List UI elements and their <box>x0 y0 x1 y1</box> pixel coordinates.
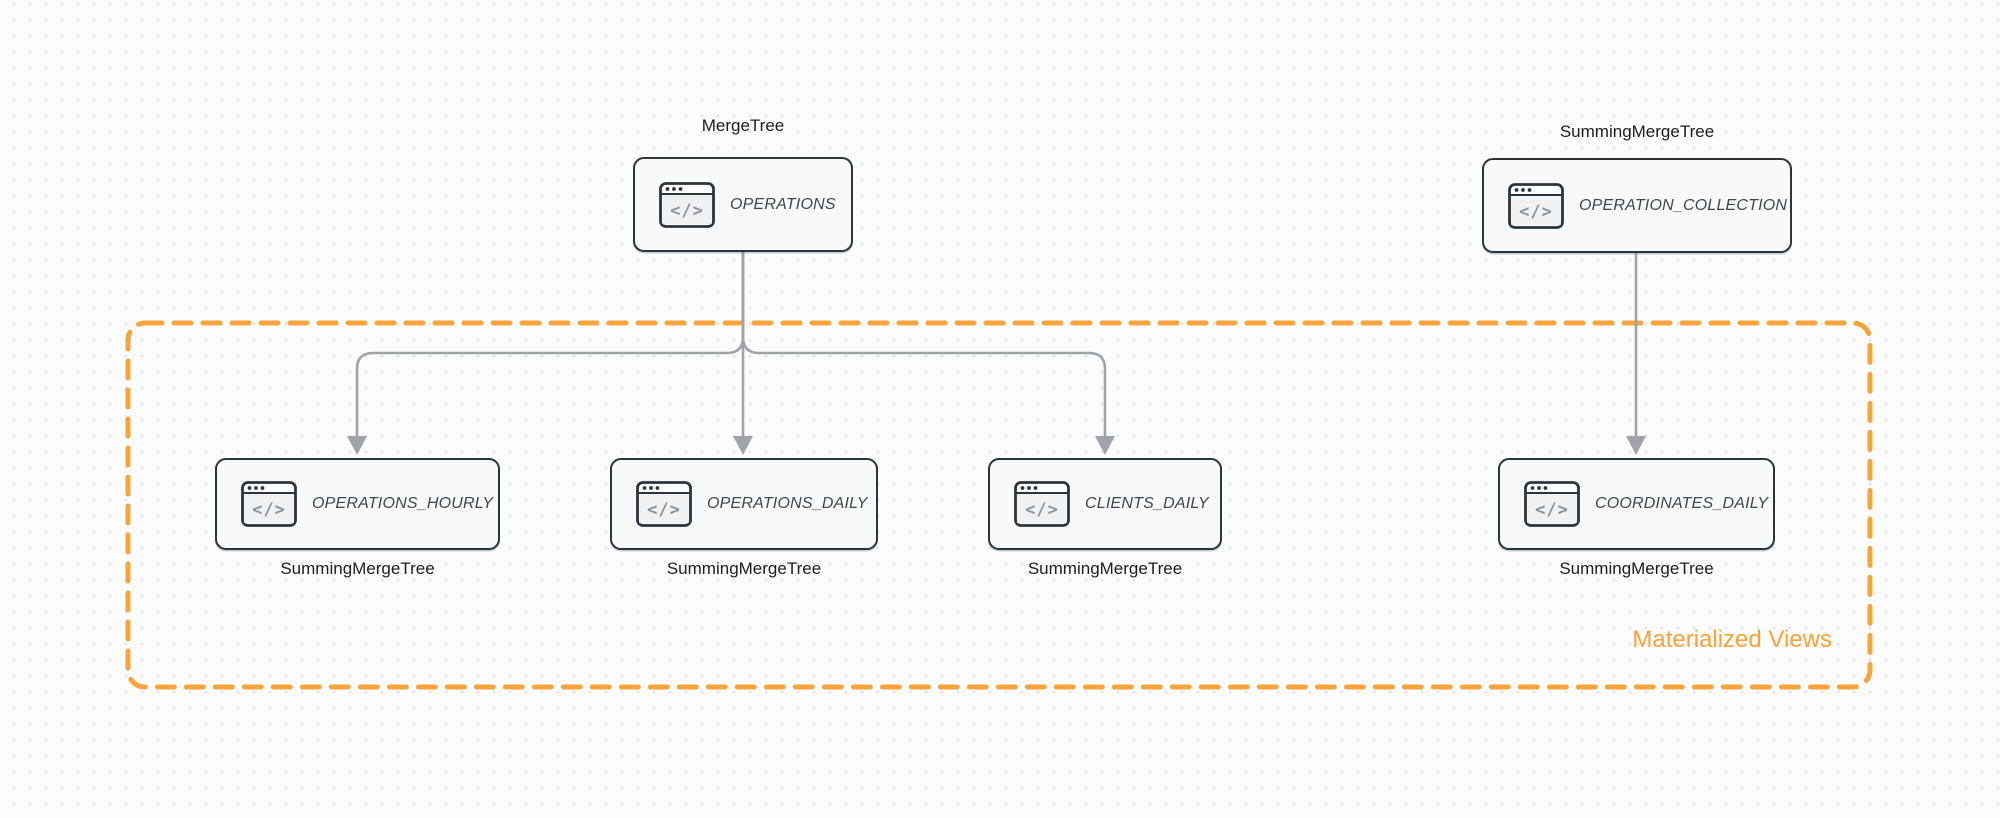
code-window-icon: </> <box>1014 481 1070 527</box>
node-title: OPERATIONS <box>730 195 836 213</box>
node-operations: </> OPERATIONS <box>633 157 853 252</box>
node-title: OPERATIONS_HOURLY <box>312 495 494 512</box>
code-window-icon: </> <box>636 481 692 527</box>
code-window-icon: </> <box>1508 182 1564 229</box>
engine-label-operations-daily: SummingMergeTree <box>666 559 822 578</box>
code-window-icon: </> <box>241 481 297 527</box>
node-operations-daily: </> OPERATIONS_DAILY <box>610 458 878 550</box>
code-glyph: </> <box>1535 500 1569 520</box>
materialized-views-group-label: Materialized Views <box>1632 626 1832 653</box>
node-title: CLIENTS_DAILY <box>1085 495 1209 512</box>
code-glyph: </> <box>252 500 286 520</box>
code-window-icon: </> <box>1524 481 1580 527</box>
arrowhead-operations-daily <box>733 436 753 455</box>
node-title: OPERATIONS_DAILY <box>707 495 868 512</box>
node-title: COORDINATES_DAILY <box>1595 495 1769 512</box>
edge-operations-to-operations-hourly <box>355 252 745 437</box>
arrowhead-clients-daily <box>1095 436 1115 455</box>
node-title: OPERATION_COLLECTION <box>1579 196 1788 214</box>
code-window-icon: </> <box>659 181 715 228</box>
materialized-views-group-border <box>125 320 1873 690</box>
engine-label-operations-hourly: SummingMergeTree <box>280 559 435 578</box>
engine-label-clients-daily: SummingMergeTree <box>1027 559 1183 578</box>
engine-label-operations: MergeTree <box>701 116 785 135</box>
code-glyph: </> <box>647 500 681 520</box>
node-clients-daily: </> CLIENTS_DAILY <box>988 458 1222 550</box>
arrowhead-operations-hourly <box>347 436 367 455</box>
node-operation-collection: </> OPERATION_COLLECTION <box>1482 158 1792 253</box>
edge-operations-to-clients-daily <box>741 252 1107 437</box>
engine-label-coordinates-daily: SummingMergeTree <box>1559 559 1714 578</box>
code-glyph: </> <box>1519 202 1553 222</box>
code-glyph: </> <box>670 201 704 221</box>
arrowhead-coordinates-daily <box>1626 436 1646 455</box>
engine-label-operation-collection: SummingMergeTree <box>1559 122 1715 141</box>
code-glyph: </> <box>1025 500 1059 520</box>
node-operations-hourly: </> OPERATIONS_HOURLY <box>215 458 500 550</box>
node-coordinates-daily: </> COORDINATES_DAILY <box>1498 458 1775 550</box>
